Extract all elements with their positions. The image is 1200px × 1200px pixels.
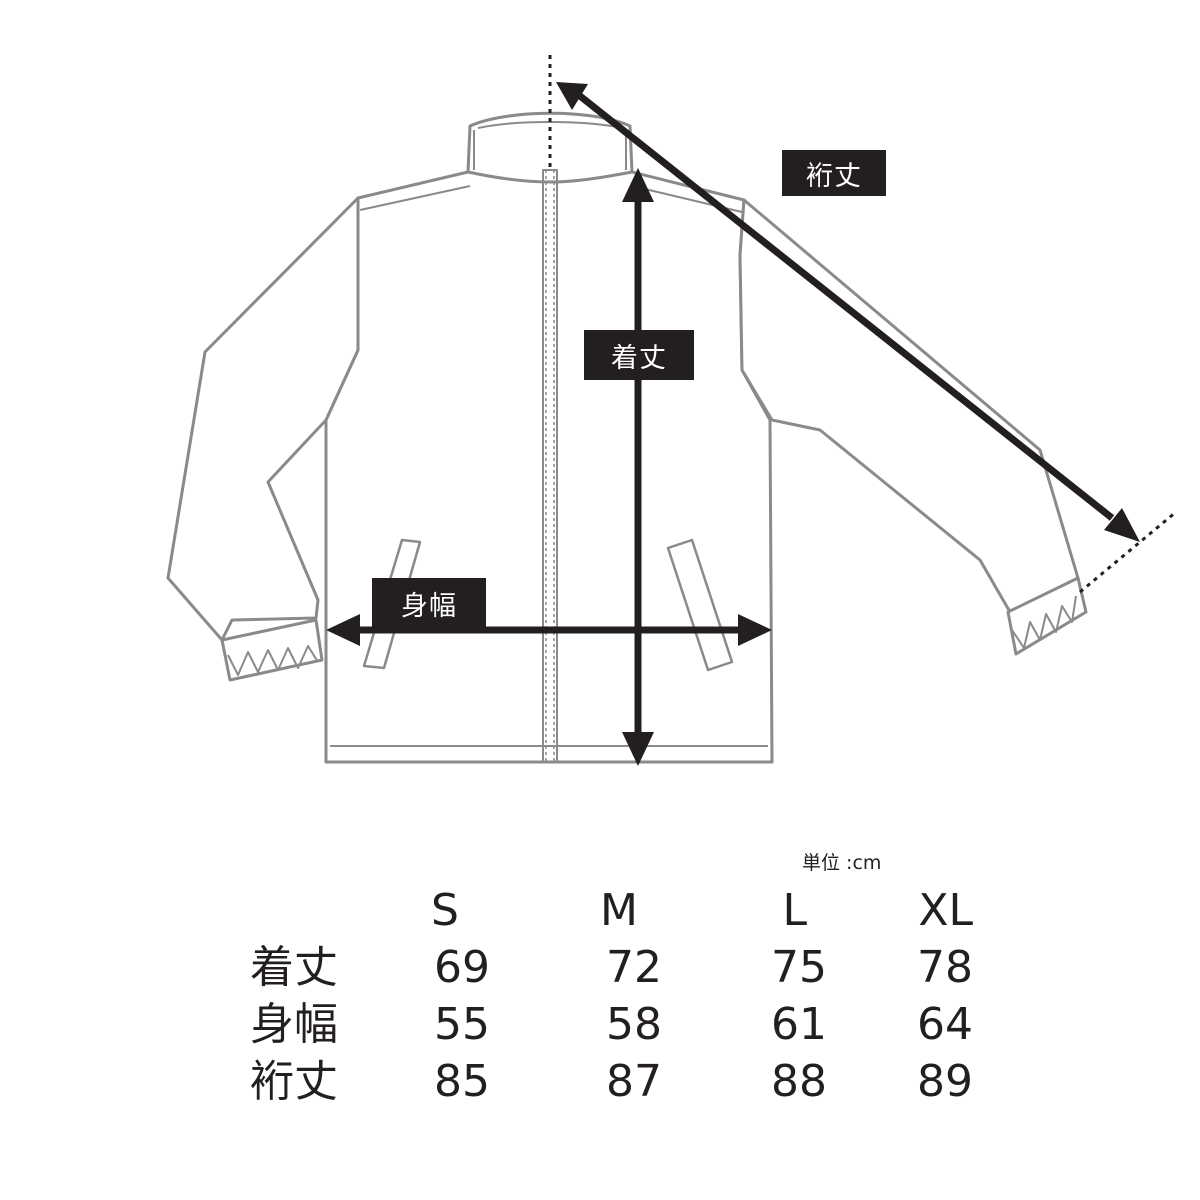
cell-body-width-l: 61: [771, 999, 827, 1050]
size-header-s: S: [431, 885, 459, 936]
cell-body-width-m: 58: [606, 999, 662, 1050]
cell-body-width-xl: 64: [917, 999, 973, 1050]
sleeve-length-tag: 裄丈: [782, 150, 886, 196]
unit-label: 単位 :cm: [802, 852, 882, 874]
size-table: S M L XL 着丈 69 72 75 78 身幅 55 58 61 64 裄…: [250, 882, 973, 1110]
cuff-dotted-line: [1079, 510, 1177, 594]
table-row-body-width: 身幅 55 58 61 64: [250, 996, 973, 1053]
width-arrow-head-left: [326, 614, 360, 646]
sleeve-arrow-head-bottom: [1104, 508, 1140, 542]
cell-body-length-l: 75: [771, 942, 827, 993]
cell-body-width-s: 55: [434, 999, 490, 1050]
size-header-row: S M L XL: [250, 882, 973, 939]
cell-body-length-s: 69: [434, 942, 490, 993]
sleeve-length-arrow: [577, 93, 1115, 521]
measurement-arrows: [326, 55, 1177, 766]
cell-sleeve-length-l: 88: [771, 1056, 827, 1107]
table-row-body-length: 着丈 69 72 75 78: [250, 939, 973, 996]
width-arrow-head-right: [738, 614, 772, 646]
header-spacer: [250, 882, 400, 939]
body-arrow-head-bottom: [622, 732, 654, 766]
body-width-tag: 身幅: [372, 578, 486, 628]
row-label-body-width: 身幅: [250, 999, 338, 1050]
jacket-outline: [166, 111, 1088, 764]
cell-sleeve-length-xl: 89: [917, 1056, 973, 1107]
table-row-sleeve-length: 裄丈 85 87 88 89: [250, 1053, 973, 1110]
jacket-measurement-diagram: [166, 55, 1177, 766]
body-length-tag: 着丈: [584, 330, 694, 380]
cell-body-length-m: 72: [606, 942, 662, 993]
body-arrow-head-top: [622, 168, 654, 202]
cell-sleeve-length-s: 85: [434, 1056, 490, 1107]
cell-body-length-xl: 78: [917, 942, 973, 993]
row-label-body-length: 着丈: [250, 942, 338, 993]
size-header-m: M: [600, 885, 638, 936]
size-header-xl: XL: [918, 885, 973, 936]
size-header-l: L: [782, 885, 807, 936]
cell-sleeve-length-m: 87: [606, 1056, 662, 1107]
sleeve-arrow-head-top: [556, 82, 588, 110]
row-label-sleeve-length: 裄丈: [250, 1056, 338, 1107]
